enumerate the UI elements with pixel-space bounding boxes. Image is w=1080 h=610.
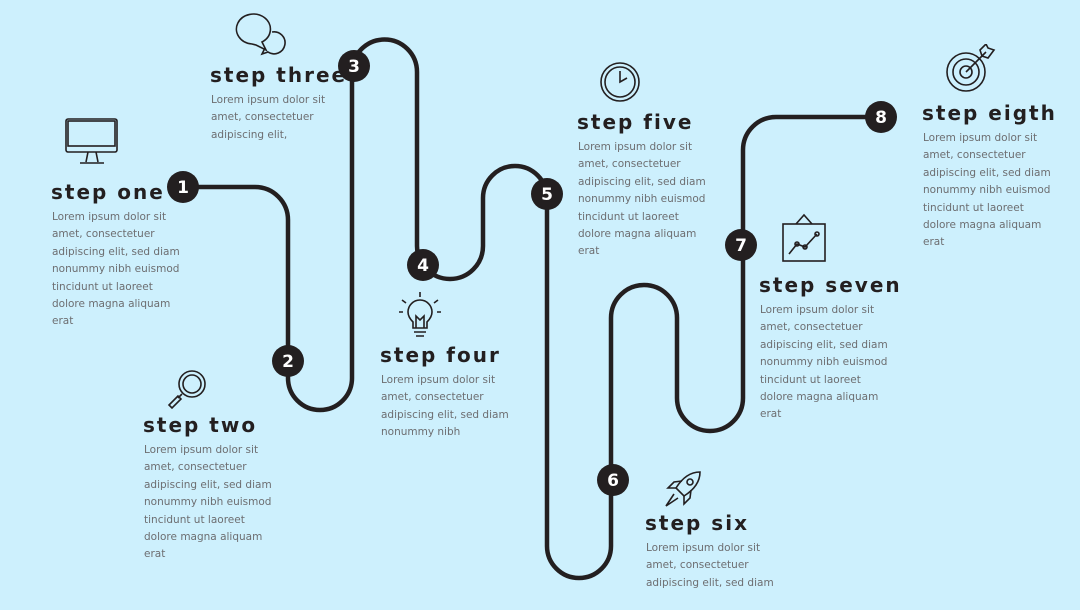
monitor-icon — [65, 118, 118, 164]
step-marker-4: 4 — [407, 249, 439, 281]
marker-circle — [338, 50, 370, 82]
step-description: Lorem ipsum dolor sit amet, consectetuer a… — [211, 92, 325, 144]
description-line: tincidunt ut laoreet — [578, 210, 679, 223]
description-line: nonummy nibh — [381, 426, 461, 439]
step-marker-5: 5 — [531, 178, 563, 210]
description-line: adipiscing elit, sed diam — [144, 478, 272, 491]
description-line: Lorem ipsum dolor sit — [211, 94, 326, 106]
step-title: step seven — [759, 273, 902, 297]
marker-number: 7 — [735, 236, 747, 256]
description-line: amet, consectetuer — [211, 111, 314, 124]
description-line: nonummy nibh euismod — [923, 184, 1051, 197]
step-title: step five — [577, 110, 694, 134]
description-line: erat — [52, 315, 74, 328]
description-line: adipiscing elit, sed diam — [381, 408, 509, 421]
description-line: dolore magna aliquam — [578, 227, 697, 240]
magnifier-icon — [167, 370, 206, 410]
target-icon — [946, 44, 996, 92]
rocket-icon — [665, 471, 701, 507]
marker-number: 2 — [282, 352, 294, 372]
description-line: amet, consectetuer — [578, 158, 681, 171]
step-description: Lorem ipsum dolor sit amet, consectetuer a… — [381, 372, 509, 442]
step-marker-3: 3 — [338, 50, 370, 82]
description-line: Lorem ipsum dolor sit — [144, 444, 259, 456]
step-marker-1: 1 — [167, 171, 199, 203]
description-line: Lorem ipsum dolor sit — [52, 211, 167, 223]
description-line: erat — [923, 236, 945, 249]
description-line: dolore magna aliquam — [144, 530, 263, 543]
step-marker-8: 8 — [865, 101, 897, 133]
marker-circle — [597, 464, 629, 496]
speech-bubbles-icon — [235, 13, 286, 56]
step-description: Lorem ipsum dolor sit amet, consectetuer a… — [760, 302, 888, 424]
description-line: nonummy nibh euismod — [144, 496, 272, 509]
step-title: step eigth — [922, 101, 1057, 125]
marker-number: 1 — [177, 178, 189, 198]
step-title: step six — [645, 511, 749, 535]
step-description: Lorem ipsum dolor sit amet, consectetuer a… — [144, 442, 272, 564]
description-line: adipiscing elit, sed diam — [760, 338, 888, 351]
description-line: erat — [144, 548, 166, 561]
marker-number: 5 — [541, 185, 553, 205]
step-title: step three — [210, 63, 348, 87]
description-line: Lorem ipsum dolor sit — [578, 141, 693, 153]
step-marker-7: 7 — [725, 229, 757, 261]
description-line: erat — [760, 408, 782, 421]
step-marker-2: 2 — [272, 345, 304, 377]
description-line: amet, consectetuer — [923, 149, 1026, 162]
description-line: dolore magna aliquam — [760, 390, 879, 403]
step-description: Lorem ipsum dolor sit amet, consectetuer a… — [646, 540, 774, 592]
description-line: amet, consectetuer — [144, 461, 247, 474]
description-line: erat — [578, 245, 600, 258]
marker-number: 6 — [607, 471, 619, 491]
description-line: Lorem ipsum dolor sit — [760, 304, 875, 316]
description-line: adipiscing elit, sed diam — [923, 166, 1051, 179]
step-title: step two — [143, 413, 258, 437]
marker-number: 8 — [875, 108, 887, 128]
description-line: tincidunt ut laoreet — [144, 513, 245, 526]
description-line: Lorem ipsum dolor sit — [646, 542, 761, 554]
marker-number: 3 — [348, 57, 360, 77]
marker-circle — [407, 249, 439, 281]
description-line: adipiscing elit, sed diam — [52, 245, 180, 258]
step-description: Lorem ipsum dolor sit amet, consectetuer a… — [923, 130, 1051, 252]
description-line: tincidunt ut laoreet — [923, 201, 1024, 214]
description-line: Lorem ipsum dolor sit — [923, 132, 1038, 144]
marker-number: 4 — [417, 256, 429, 276]
chart-board-icon — [782, 213, 826, 262]
winding-road-line — [183, 37, 881, 581]
description-line: amet, consectetuer — [52, 228, 155, 241]
step-description: Lorem ipsum dolor sit amet, consectetuer a… — [52, 209, 180, 331]
description-line: adipiscing elit, — [211, 128, 288, 141]
description-line: adipiscing elit, sed diam — [578, 175, 706, 188]
description-line: tincidunt ut laoreet — [52, 280, 153, 293]
marker-circle — [725, 229, 757, 261]
description-line: adipiscing elit, sed diam — [646, 576, 774, 589]
step-description: Lorem ipsum dolor sit amet, consectetuer a… — [578, 139, 706, 261]
marker-circle — [272, 345, 304, 377]
description-line: nonummy nibh euismod — [52, 263, 180, 276]
description-line: nonummy nibh euismod — [578, 193, 706, 206]
lightbulb-icon — [399, 292, 441, 337]
marker-circle — [167, 171, 199, 203]
description-line: tincidunt ut laoreet — [760, 373, 861, 386]
marker-circle — [531, 178, 563, 210]
marker-circle — [865, 101, 897, 133]
description-line: dolore magna aliquam — [923, 218, 1042, 231]
step-marker-6: 6 — [597, 464, 629, 496]
step-title: step one — [51, 180, 165, 204]
clock-icon — [600, 62, 640, 102]
description-line: Lorem ipsum dolor sit — [381, 374, 496, 386]
description-line: amet, consectetuer — [760, 321, 863, 334]
description-line: amet, consectetuer — [646, 559, 749, 572]
description-line: nonummy nibh euismod — [760, 356, 888, 369]
description-line: amet, consectetuer — [381, 391, 484, 404]
step-title: step four — [380, 343, 501, 367]
description-line: dolore magna aliquam — [52, 297, 171, 310]
